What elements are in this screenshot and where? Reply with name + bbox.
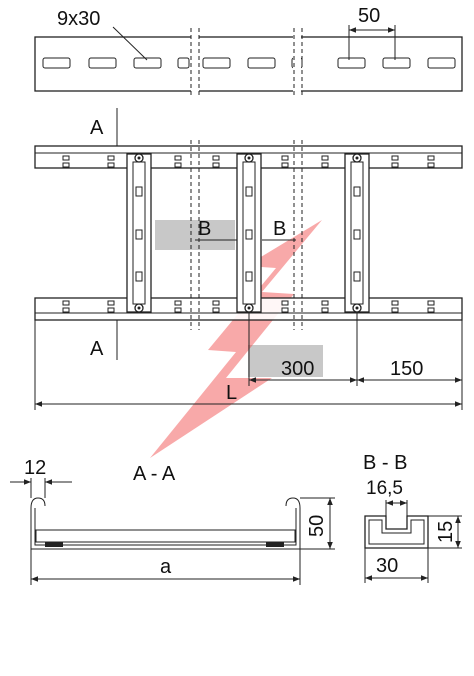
plan-view-ladder: A A B B 300 150 L (34, 108, 463, 458)
slot-leader-line (112, 26, 148, 61)
slot-width-dimension: 16,5 (366, 478, 403, 499)
rung-3 (344, 153, 370, 313)
dimension-highlight (248, 345, 323, 377)
top-view-rail: 9x30 50 (34, 5, 463, 98)
profile-width-dimension: 30 (376, 555, 398, 577)
section-a-a: A - A 12 50 a (10, 457, 335, 585)
end-distance-dimension: 150 (390, 358, 423, 380)
section-b-left-label: B (198, 218, 211, 240)
length-dimension: L (226, 382, 237, 404)
flange-dimension: 12 (24, 457, 46, 479)
rung-2 (236, 153, 262, 313)
rail-slots (42, 57, 456, 69)
section-a-top-label: A (90, 117, 104, 139)
rung-pitch-dimension: 300 (281, 358, 314, 380)
slot-pitch-label: 50 (358, 5, 380, 27)
slot-size-label: 9x30 (57, 8, 100, 30)
section-b-right-label: B (273, 218, 286, 240)
lightning-logo (150, 220, 322, 458)
width-dimension: a (160, 556, 172, 578)
section-b-b: B - B 16,5 15 30 (363, 452, 462, 583)
profile-height-dimension: 15 (435, 521, 457, 543)
height-dimension: 50 (306, 515, 328, 537)
section-b-highlight (155, 220, 235, 250)
section-a-bottom-label: A (90, 338, 104, 360)
rung-1 (126, 153, 152, 313)
section-bb-title: B - B (363, 452, 407, 474)
rail-holes (62, 155, 435, 313)
section-aa-title: A - A (133, 463, 176, 485)
